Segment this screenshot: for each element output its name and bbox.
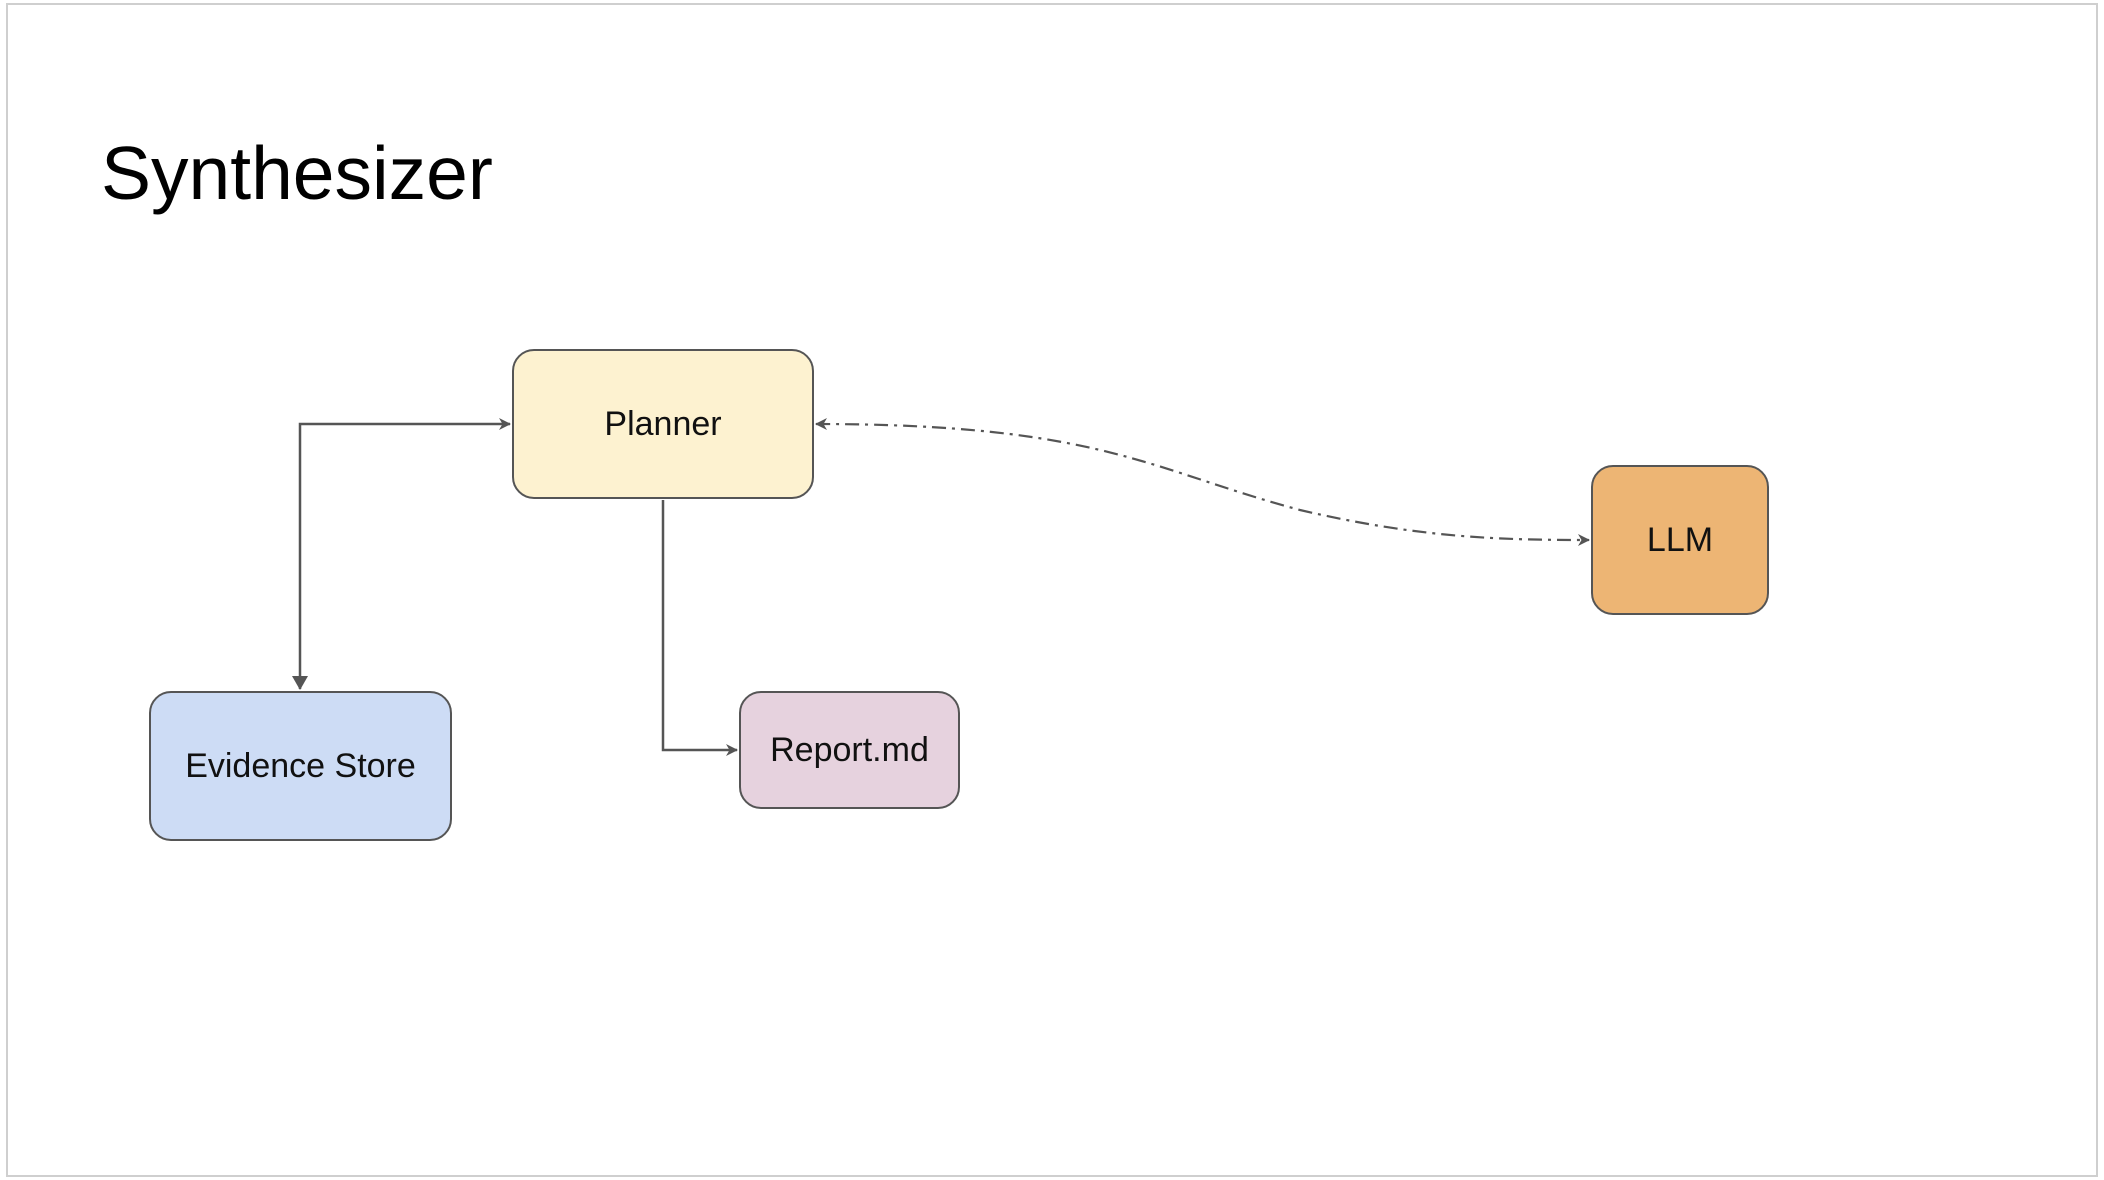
diagram-title: Synthesizer bbox=[101, 131, 493, 215]
report-label: Report.md bbox=[770, 730, 929, 769]
planner-node[interactable]: Planner bbox=[512, 349, 814, 499]
report-node[interactable]: Report.md bbox=[739, 691, 960, 809]
edge-planner-llm bbox=[815, 418, 1590, 546]
edge-planner-report bbox=[661, 500, 738, 756]
edge-planner-evidence-store bbox=[292, 418, 511, 690]
planner-label: Planner bbox=[604, 404, 722, 443]
llm-node[interactable]: LLM bbox=[1591, 465, 1769, 615]
evidence-store-label: Evidence Store bbox=[185, 746, 416, 785]
evidence-store-node[interactable]: Evidence Store bbox=[149, 691, 452, 841]
llm-label: LLM bbox=[1646, 520, 1714, 559]
